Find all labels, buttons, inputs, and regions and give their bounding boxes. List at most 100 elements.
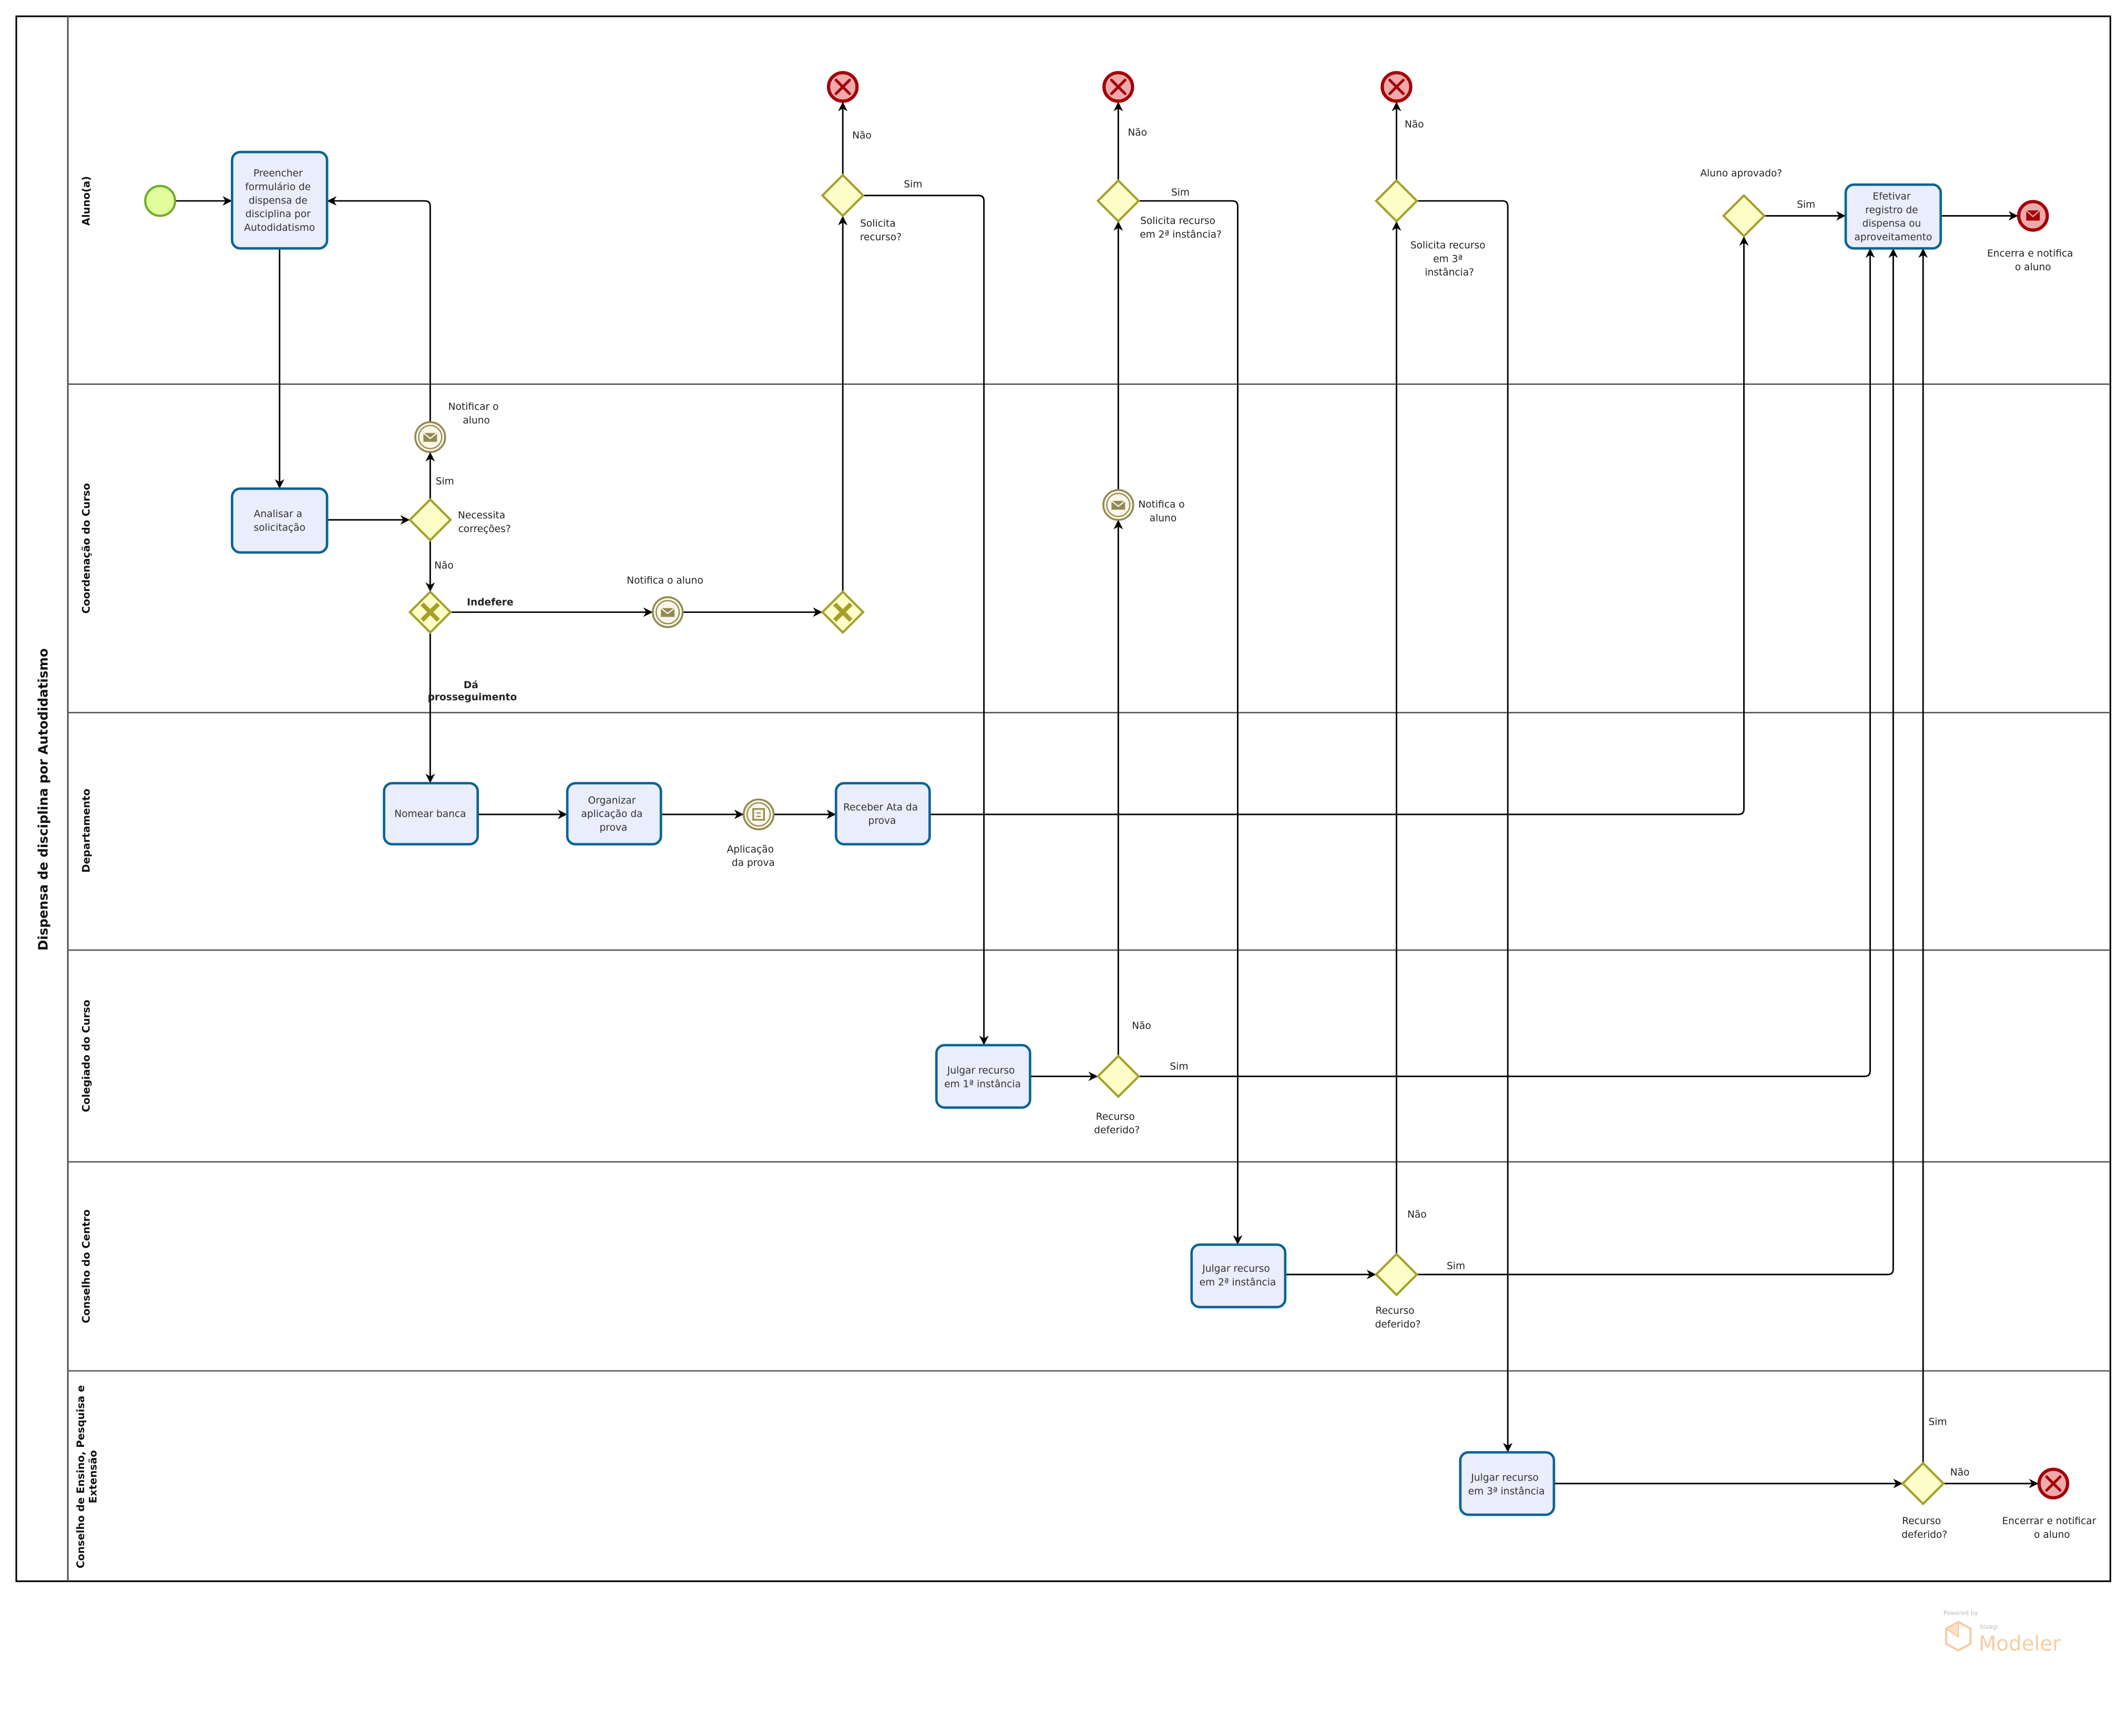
- task-box[interactable]: [566, 782, 662, 846]
- task-label: Nomear banca: [394, 809, 466, 820]
- watermark-brand: bizagi: [1980, 1623, 1998, 1630]
- x-marker-icon: [833, 602, 853, 622]
- task-label: Organizar aplicação da prova: [581, 795, 646, 833]
- gateway-shape[interactable]: [1096, 179, 1140, 223]
- watermark-powered-by: Powered by: [1943, 1609, 1978, 1617]
- x-icon: [834, 78, 851, 95]
- gateway-solicita-recurso-2[interactable]: Solicita recurso em 2ª instância?: [1096, 179, 1222, 240]
- lane-title-conselho-centro: Conselho do Centro: [80, 1210, 92, 1323]
- lane-title-departamento: Departamento: [80, 789, 92, 873]
- task-receber-ata[interactable]: Receber Ata da prova: [834, 782, 931, 846]
- task-julgar-2[interactable]: Julgar recurso em 2ª instância: [1190, 1243, 1287, 1309]
- task-label: Julgar recurso em 3ª instância: [1468, 1473, 1545, 1497]
- label-nao: Não: [1950, 1467, 1970, 1478]
- gateway-exclusive-merge[interactable]: [821, 590, 865, 635]
- gateway-solicita-recurso[interactable]: Solicita recurso?: [821, 173, 902, 243]
- task-organizar[interactable]: Organizar aplicação da prova: [566, 782, 662, 846]
- task-box[interactable]: [1190, 1243, 1287, 1309]
- end-event-encerra-notifica[interactable]: Encerra e notifica o aluno: [1987, 200, 2076, 273]
- task-box[interactable]: [834, 782, 931, 846]
- x-icon: [1388, 78, 1405, 95]
- event-label: Notificar o aluno: [448, 402, 502, 426]
- task-julgar-3[interactable]: Julgar recurso em 3ª instância: [1459, 1451, 1556, 1516]
- task-label: Julgar recurso em 1ª instância: [944, 1065, 1021, 1090]
- gateway-shape[interactable]: [821, 173, 865, 218]
- gateway-recurso-deferido-3[interactable]: Recurso deferido?: [1901, 1462, 1947, 1540]
- label-nao: Não: [1405, 119, 1424, 130]
- gateway-label: Recurso deferido?: [1901, 1516, 1947, 1540]
- flow-receber-to-aprovado[interactable]: [929, 236, 1749, 815]
- gateway-shape[interactable]: [1096, 1054, 1140, 1098]
- task-julgar-1[interactable]: Julgar recurso em 1ª instância: [935, 1044, 1031, 1109]
- gateway-recurso-deferido-1[interactable]: Recurso deferido?: [1094, 1054, 1140, 1136]
- lane-title-aluno: Aluno(a): [80, 176, 92, 226]
- task-box[interactable]: [231, 487, 329, 554]
- label-sim: Sim: [1447, 1261, 1465, 1272]
- gateway-shape[interactable]: [408, 498, 453, 542]
- gateway-aluno-aprovado[interactable]: Aluno aprovado?: [1700, 168, 1782, 238]
- flow-notificar-to-preencher[interactable]: [327, 196, 431, 422]
- gateway-label: Solicita recurso em 2ª instância?: [1140, 216, 1222, 240]
- flow-labels: Sim Não Indefere Dá prosseguimento Não S…: [428, 119, 1970, 1478]
- gateway-exclusive-indefere[interactable]: [408, 590, 453, 635]
- end-event-terminate-3[interactable]: [1380, 71, 1413, 103]
- gateway-shape[interactable]: [1901, 1462, 1945, 1506]
- envelope-icon: [1111, 500, 1126, 510]
- task-box[interactable]: [1459, 1451, 1556, 1516]
- task-box[interactable]: [383, 782, 479, 846]
- flow-solicita3-sim[interactable]: [1417, 200, 1513, 1453]
- event-notifica-2[interactable]: Notifica o aluno: [1102, 489, 1188, 524]
- flow-deferido1-sim[interactable]: [1138, 248, 1875, 1077]
- label-sim: Sim: [1170, 1061, 1188, 1072]
- event-aplicacao-prova[interactable]: Aplicação da prova: [727, 798, 777, 869]
- task-box[interactable]: [935, 1044, 1031, 1109]
- task-box[interactable]: [231, 150, 329, 250]
- watermark: Powered by bizagi Modeler: [1943, 1609, 2061, 1656]
- gateway-shape[interactable]: [1722, 193, 1766, 238]
- end-event-terminate-1[interactable]: [826, 71, 859, 103]
- event-shape[interactable]: [742, 798, 775, 831]
- task-preencher[interactable]: Preencher formulário de dispensa de disc…: [231, 150, 329, 250]
- label-sim: Sim: [1171, 187, 1190, 198]
- task-efetivar[interactable]: Efetivar registro de dispensa ou aprovei…: [1844, 183, 1942, 250]
- event-label: Encerra e notifica o aluno: [1987, 248, 2076, 273]
- event-inner-ring: [418, 425, 443, 450]
- event-inner-ring: [656, 600, 680, 625]
- x-icon: [1110, 78, 1127, 95]
- task-analisar[interactable]: Analisar a solicitação: [231, 487, 329, 554]
- lane-title-colegiado: Colegiado do Curso: [80, 1000, 92, 1112]
- label-sim: Sim: [904, 179, 922, 190]
- flow-solicita-sim[interactable]: [863, 195, 989, 1045]
- x-icon: [2045, 1475, 2062, 1492]
- gateway-label: Solicita recurso em 3ª instância?: [1410, 240, 1489, 278]
- lane-title-cepe-line1: Conselho de Ensino, Pesquisa e: [75, 1385, 87, 1569]
- event-notificar-correcao[interactable]: Notificar o aluno: [414, 402, 502, 453]
- event-label: Notifica o aluno: [1138, 499, 1188, 524]
- task-box[interactable]: [1844, 183, 1942, 250]
- event-inner-ring: [746, 802, 771, 827]
- flow-solicita2-sim[interactable]: [1138, 200, 1243, 1245]
- task-label: Analisar a solicitação: [254, 509, 305, 534]
- end-event-encerrar-notificar[interactable]: Encerrar e notificar o aluno: [2002, 1467, 2099, 1540]
- envelope-icon: [660, 607, 675, 617]
- task-label: Receber Ata da prova: [843, 802, 921, 826]
- gateway-recurso-deferido-2[interactable]: Recurso deferido?: [1374, 1252, 1421, 1330]
- label-sim: Sim: [1929, 1417, 1947, 1428]
- gateway-label: Necessita correções?: [458, 510, 511, 535]
- gateway-shape[interactable]: [1374, 1252, 1419, 1296]
- task-nomear-banca[interactable]: Nomear banca: [383, 782, 479, 846]
- gateway-label: Recurso deferido?: [1375, 1305, 1421, 1330]
- task-label: Preencher formulário de dispensa de disc…: [244, 168, 315, 233]
- flow-deferido2-sim[interactable]: [1417, 248, 1898, 1275]
- gateway-label: Aluno aprovado?: [1700, 168, 1782, 179]
- watermark-product: Modeler: [1979, 1632, 2061, 1656]
- event-notifica-indefere[interactable]: Notifica o aluno: [627, 575, 703, 628]
- end-event-terminate-2[interactable]: [1102, 71, 1134, 103]
- bizagi-logo-icon: [1945, 1620, 1972, 1652]
- gateway-necessita-correcoes[interactable]: Necessita correções?: [408, 498, 511, 542]
- gateway-shape[interactable]: [1374, 179, 1419, 223]
- label-da: Dá: [464, 680, 478, 691]
- gateway-solicita-recurso-3[interactable]: Solicita recurso em 3ª instância?: [1374, 179, 1489, 278]
- start-event[interactable]: [144, 185, 177, 217]
